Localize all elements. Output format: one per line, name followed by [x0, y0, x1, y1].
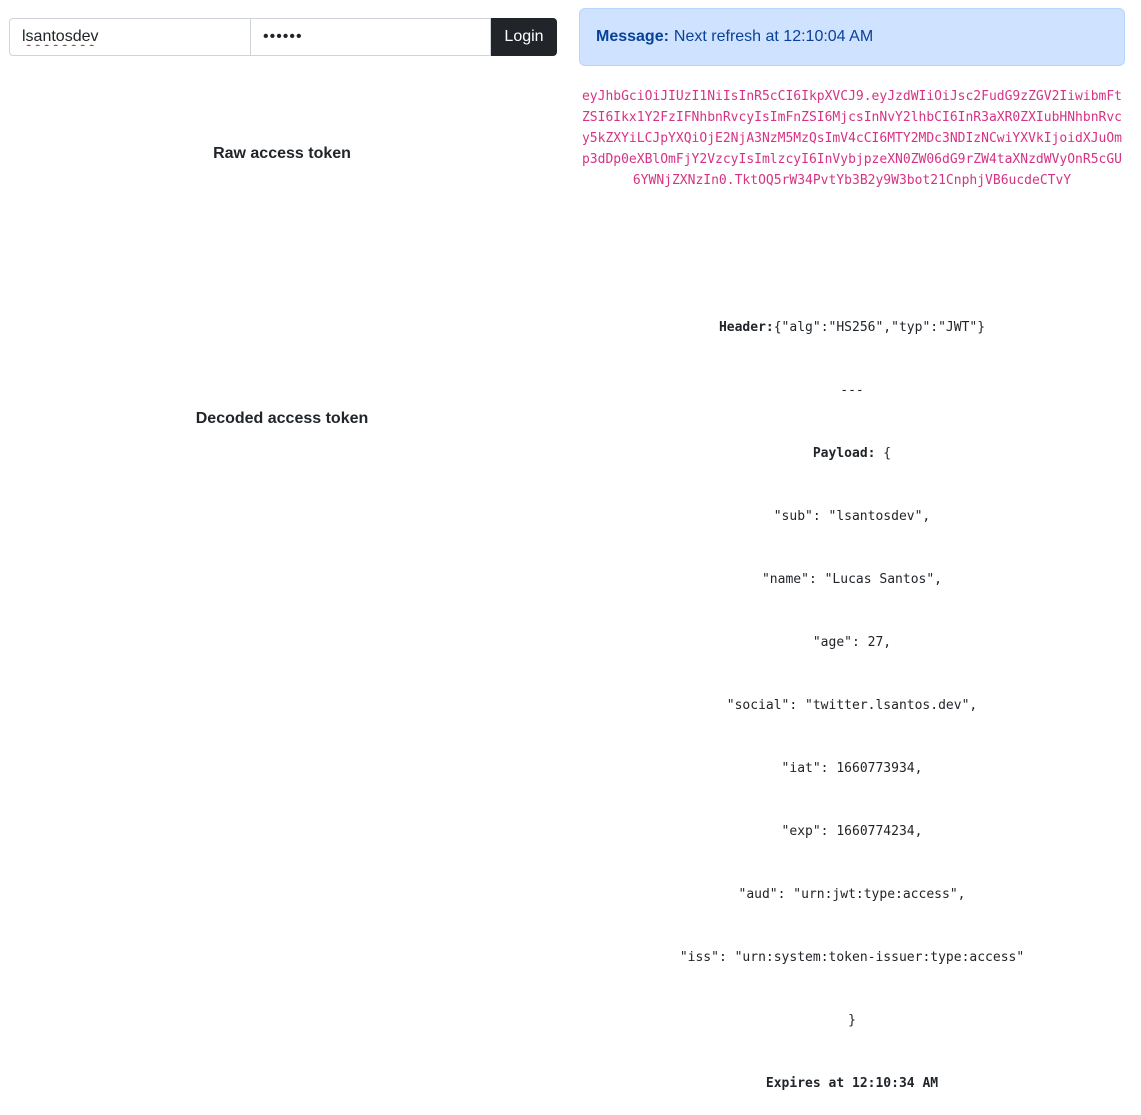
decoded-payload-line: "sub": "lsantosdev",	[773, 509, 931, 524]
username-input[interactable]	[9, 18, 251, 56]
decoded-payload-open: {	[875, 446, 892, 461]
decoded-payload-line: "age": 27,	[812, 635, 892, 650]
login-button[interactable]: Login	[491, 18, 557, 56]
login-form: Login	[9, 18, 557, 56]
message-alert: Message: Next refresh at 12:10:04 AM	[579, 8, 1125, 66]
raw-token-label: Raw access token	[213, 145, 351, 162]
decoded-expires-text: Expires at 12:10:34 AM	[765, 1076, 939, 1091]
decoded-payload-line: "exp": 1660774234,	[781, 824, 923, 839]
decoded-token-label: Decoded access token	[195, 410, 369, 427]
decoded-header-line: Header:{"alg":"HS256","typ":"JWT"}	[579, 317, 1125, 338]
decoded-expires: Expires at 12:10:34 AM	[579, 1073, 1125, 1094]
raw-access-token: eyJhbGciOiJIUzI1NiIsInR5cCI6IkpXVCJ9.eyJ…	[581, 89, 1123, 188]
message-text: Next refresh at 12:10:04 AM	[673, 28, 874, 45]
decoded-payload-label: Payload:	[812, 446, 876, 461]
message-label: Message:	[596, 28, 669, 45]
decoded-header-label: Header:	[718, 320, 774, 335]
decoded-payload-line: "iss": "urn:system:token-issuer:type:acc…	[679, 950, 1025, 965]
decoded-payload-line: "name": "Lucas Santos",	[761, 572, 942, 587]
decoded-payload-line: "aud": "urn:jwt:type:access",	[738, 887, 966, 902]
decoded-payload-line: "iat": 1660773934,	[781, 761, 923, 776]
decoded-payload-close: }	[848, 1013, 856, 1028]
password-input[interactable]	[251, 18, 491, 56]
decoded-access-token: Header:{"alg":"HS256","typ":"JWT"} --- P…	[579, 275, 1125, 1115]
decoded-payload-line: Payload: {	[579, 443, 1125, 464]
decoded-separator: ---	[840, 383, 864, 398]
decoded-header-value: {"alg":"HS256","typ":"JWT"}	[773, 320, 986, 335]
decoded-payload-line: "social": "twitter.lsantos.dev",	[726, 698, 978, 713]
